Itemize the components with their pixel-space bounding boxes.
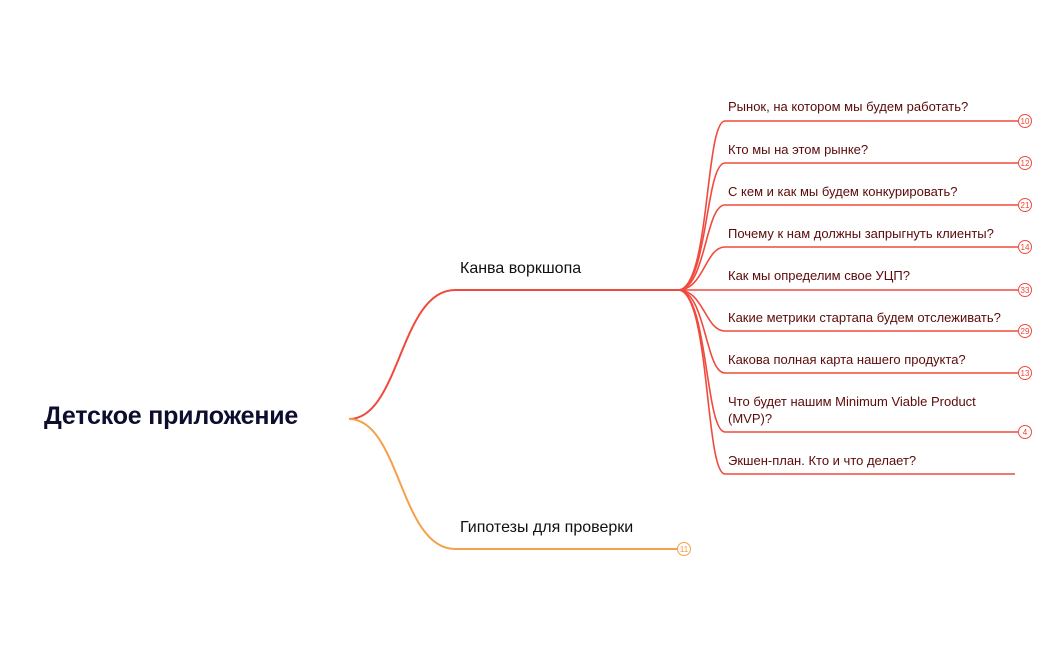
leaf-mvp-line2: (MVP)? [728, 411, 773, 426]
count-badge[interactable]: 21 [1018, 198, 1032, 212]
root-node[interactable]: Детское приложение [44, 402, 299, 430]
leaf-mvp-line1: Что будет нашим Minimum Viable Product [728, 394, 976, 409]
leaf-market[interactable]: Рынок, на котором мы будем работать? [728, 99, 969, 114]
count-badge[interactable]: 12 [1018, 156, 1032, 170]
count-badge[interactable]: 13 [1018, 366, 1032, 380]
count-badge[interactable]: 10 [1018, 114, 1032, 128]
connector-root-hypotheses [348, 418, 677, 550]
leaf-usp[interactable]: Как мы определим свое УЦП? [728, 268, 910, 283]
leaf-competition[interactable]: С кем и как мы будем конкурировать? [728, 184, 958, 199]
leaf-mvp[interactable]: Что будет нашим Minimum Viable Product (… [728, 393, 976, 427]
leaf-product-map[interactable]: Какова полная карта нашего продукта? [728, 352, 966, 367]
leaf-metrics[interactable]: Какие метрики стартапа будем отслеживать… [728, 310, 1001, 325]
branch-hypotheses[interactable]: Гипотезы для проверки [460, 519, 634, 536]
branch-canvas-workshop[interactable]: Канва воркшопа [460, 260, 582, 277]
leaf-why-clients[interactable]: Почему к нам должны запрыгнуть клиенты? [728, 226, 994, 241]
count-badge[interactable]: 33 [1018, 283, 1032, 297]
leaf-action-plan[interactable]: Экшен-план. Кто и что делает? [728, 453, 917, 468]
connector-root-canvas [348, 289, 678, 420]
count-badge[interactable]: 11 [677, 542, 691, 556]
count-badge[interactable]: 14 [1018, 240, 1032, 254]
count-badge[interactable]: 29 [1018, 324, 1032, 338]
connectors-canvas-leaves [677, 120, 1018, 475]
count-badge[interactable]: 4 [1018, 425, 1032, 439]
leaf-who-we-are[interactable]: Кто мы на этом рынке? [728, 142, 869, 157]
